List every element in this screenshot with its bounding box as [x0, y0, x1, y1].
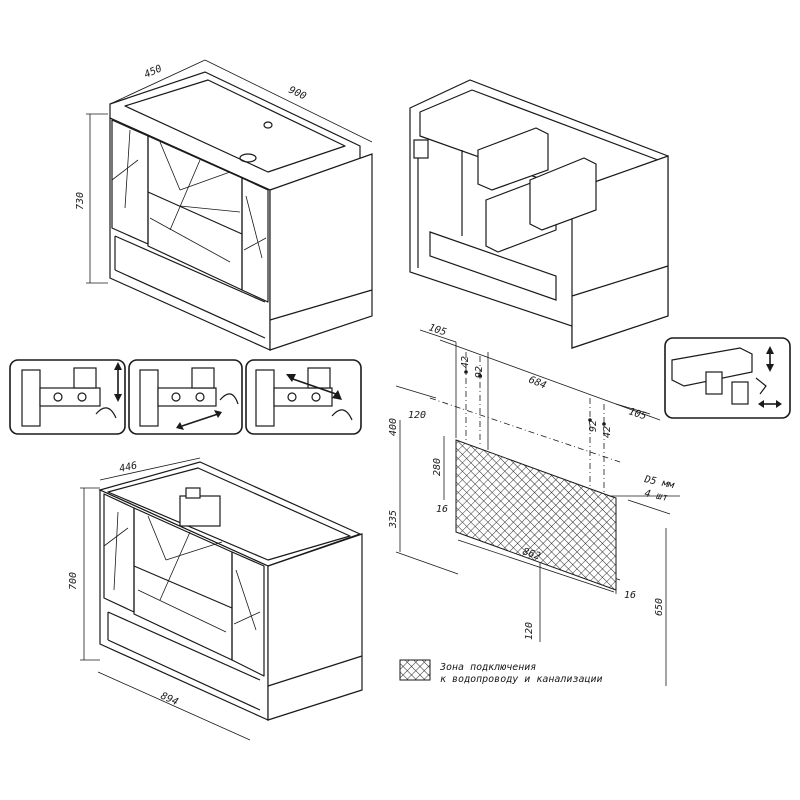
hinge-frame-2	[128, 359, 243, 435]
basin-bowl	[124, 79, 346, 173]
cabinet-side-2	[267, 533, 363, 721]
door-pattern-2	[103, 511, 261, 633]
plan-guide-lines	[395, 329, 680, 686]
hinge-arm-1	[39, 387, 101, 407]
dim-col-b: 92	[474, 366, 485, 378]
cabinet-side	[269, 153, 373, 351]
hinge-plate-2	[139, 369, 159, 427]
dim-height-bottom: 700	[68, 572, 79, 590]
hinge-cup-2	[191, 367, 215, 389]
drawer-3	[529, 157, 597, 231]
dim-height-top: 730	[75, 192, 86, 210]
dim-edge-right: 16	[624, 590, 636, 601]
inner-partition	[179, 495, 221, 527]
dim-depth-top: 450	[143, 63, 164, 80]
dim-lines-top	[86, 59, 373, 284]
rail-body	[671, 347, 753, 387]
legend-line-1: Зона подключения	[439, 662, 536, 673]
dim-top-offset: 105	[427, 322, 448, 338]
rail-lock-1	[705, 371, 723, 395]
drain-hole	[239, 153, 257, 163]
cabinet-front-view: 450 900 730	[75, 59, 373, 351]
dim-col-c: 92	[588, 420, 599, 432]
dim-width-bottom-plan: 862	[521, 546, 542, 562]
dim-col-d: 42	[602, 426, 613, 438]
screwdriver-rotate-3	[331, 409, 353, 421]
drawer-rail-detail	[664, 337, 791, 419]
hinge-plate-1	[21, 369, 41, 427]
dim-col-a: 42	[460, 356, 471, 368]
rail-lock-2	[731, 381, 749, 405]
wall-plan: 105 684 42 92 92 42 105 120 400 280 335 …	[388, 322, 680, 686]
dim-edge-left: 16	[436, 504, 448, 515]
hinge-panel-2	[128, 359, 243, 435]
dim-width-bottom: 894	[159, 691, 180, 708]
screwdriver-rotate-1	[95, 407, 117, 419]
tap-hole	[263, 121, 273, 129]
connection-zone	[455, 439, 617, 591]
cabinet-assembled-view: 446 700 894	[68, 457, 363, 741]
hinge-arm-3	[273, 387, 333, 407]
drawer-1	[477, 127, 549, 191]
legend-line-2: к водопроводу и канализации	[440, 674, 603, 685]
dim-total-height: 400	[388, 418, 399, 436]
dim-floor: 120	[524, 622, 535, 640]
bottom-shelf	[429, 231, 557, 301]
legend: Зона подключения к водопроводу и канализ…	[399, 659, 603, 685]
hinge-frame-3	[245, 359, 362, 435]
right-door	[241, 177, 269, 303]
right-door-2	[231, 551, 265, 677]
legend-swatch	[399, 659, 431, 681]
dim-depth-bottom: 446	[118, 460, 138, 475]
hinge-panel-1	[9, 359, 126, 435]
hinge-cup-1	[73, 367, 97, 389]
dim-width-top: 900	[287, 85, 308, 103]
arrow-horizontal-2	[181, 413, 219, 427]
hinge-arm-2	[157, 387, 217, 407]
dim-left-offset: 120	[408, 410, 426, 421]
rail-frame	[664, 337, 791, 419]
door-pattern	[111, 129, 267, 263]
hole-count: 4 шт	[643, 488, 669, 504]
dim-lines-bottom	[80, 457, 251, 741]
hinge-plate-3	[255, 369, 275, 427]
dim-right-offset: 105	[627, 406, 648, 422]
hinge-frame-1	[9, 359, 126, 435]
dim-span: 684	[527, 375, 548, 392]
dim-right-height: 650	[654, 598, 665, 616]
hinge-panel-3	[245, 359, 362, 435]
rail-screw	[755, 377, 767, 395]
dim-inner-height: 280	[432, 458, 443, 476]
hinge-bracket	[413, 139, 429, 159]
dim-low-height: 335	[388, 510, 399, 529]
plan-center-lines	[429, 352, 621, 494]
open-shelf	[114, 235, 266, 339]
bracket	[185, 487, 201, 499]
arrow-diagonal-3	[289, 377, 337, 395]
screwdriver-rotate-2	[219, 393, 239, 405]
cabinet-interior-view	[409, 79, 669, 349]
